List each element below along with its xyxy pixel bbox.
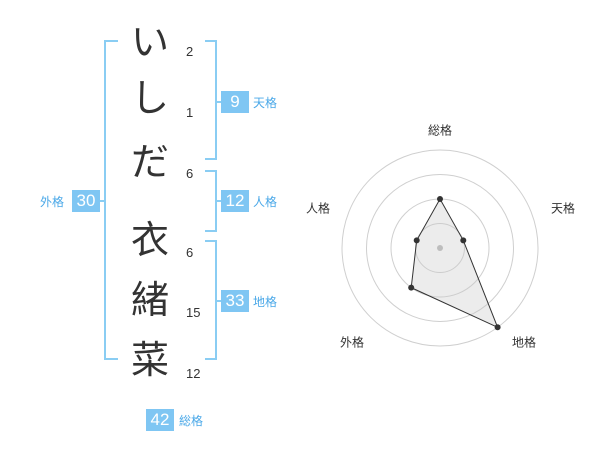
gaikaku-bracket [104,40,118,360]
radar-point-2 [460,237,467,244]
gaikaku-label: 外格 [40,195,65,209]
tenkaku-label: 天格 [253,96,278,110]
tenkaku-bracket [205,40,217,160]
radar-point-3 [494,324,501,331]
radar-axis-label-tenkaku: 天格 [550,201,576,216]
tenkaku-connector [217,101,221,103]
chikaku-bracket [205,240,217,360]
radar-axis-label-chikaku: 地格 [511,335,537,350]
radar-point-5 [413,237,420,244]
jinkaku-connector [217,200,221,202]
name-char-6: 菜 [130,338,169,382]
stroke-count-3: 6 [186,166,194,181]
stroke-count-1: 2 [186,44,194,59]
chikaku-connector [217,300,221,302]
radar-chart [341,149,539,347]
chikaku-badge: 33 [221,290,249,312]
stroke-count-2: 1 [186,105,194,120]
jinkaku-badge: 12 [221,190,249,212]
radar-ring-4 [341,149,539,347]
stroke-count-4: 6 [186,245,194,260]
soukaku-label: 総格 [179,414,204,428]
name-char-4: 衣 [130,218,169,262]
name-char-5: 緒 [130,278,169,322]
stroke-count-5: 15 [186,305,201,320]
gaikaku-badge: 30 [72,190,100,212]
soukaku-badge: 42 [146,409,174,431]
name-char-1: い [130,20,169,64]
radar-series-polygon [410,197,499,329]
jinkaku-label: 人格 [253,195,278,209]
chikaku-label: 地格 [253,295,278,309]
name-char-2: し [130,76,169,120]
radar-point-1 [437,196,443,202]
tenkaku-badge: 9 [221,91,249,113]
gaikaku-connector [100,200,104,202]
stroke-count-6: 12 [186,366,201,381]
radar-point-4 [408,284,415,291]
radar-axis-label-jinkaku: 人格 [305,201,331,216]
radar-center [437,245,443,251]
radar-ring-3 [366,174,514,322]
radar-axis-label-gaikaku: 外格 [339,335,365,350]
radar-axis-label-soukaku: 総格 [427,123,453,138]
name-char-3: だ [130,140,169,184]
jinkaku-bracket [205,170,217,232]
